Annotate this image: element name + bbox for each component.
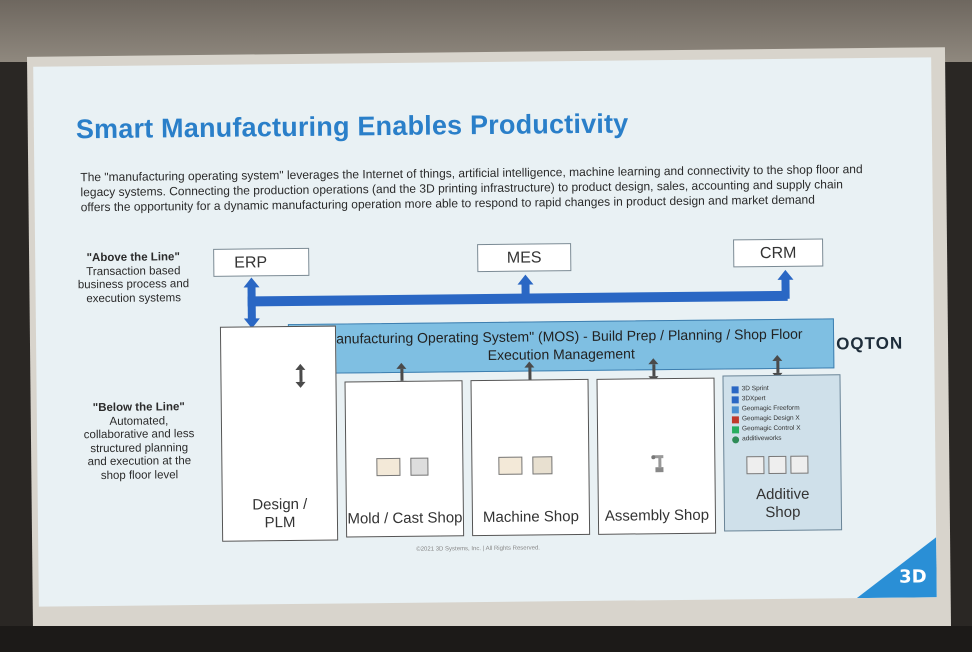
crm-box: CRM — [733, 238, 824, 268]
slide-title: Smart Manufacturing Enables Productivity — [75, 108, 629, 145]
presentation-slide: Smart Manufacturing Enables Productivity… — [33, 57, 937, 607]
machine-shop-box: Machine Shop — [470, 378, 591, 537]
printer-icon — [790, 455, 809, 474]
integration-bus — [247, 290, 788, 307]
software-item: Geomagic Freeform — [731, 404, 801, 415]
mes-box: MES — [477, 243, 572, 273]
mes-connector — [521, 283, 530, 298]
slide-subtitle: The "manufacturing operating system" lev… — [80, 162, 863, 215]
software-item: additiveworks — [732, 434, 801, 445]
assembly-shop-label: Assembly Shop — [604, 506, 710, 525]
machine-shop-label: Machine Shop — [482, 508, 579, 527]
assembly-shop-box: Assembly Shop — [596, 377, 717, 535]
mos-bar: "Manufacturing Operating System" (MOS) -… — [287, 318, 835, 375]
erp-arrow-up-icon — [243, 277, 260, 288]
software-item: Geomagic Design X — [731, 414, 801, 425]
cast-machine-icon — [410, 457, 429, 476]
mold-icons — [376, 457, 429, 477]
machine-icon — [376, 457, 401, 477]
crm-connector — [781, 278, 790, 299]
software-item: 3DXpert — [731, 394, 801, 405]
plm-link-arrow-icon — [295, 363, 306, 388]
floor-shadow — [0, 626, 972, 652]
above-the-line-text: Transaction based business process and e… — [77, 264, 190, 305]
design-plm-box: Design / PLM — [219, 325, 339, 542]
copyright-text: ©2021 3D Systems, Inc. | All Rights Rese… — [416, 545, 541, 553]
robot-arm-icon — [651, 455, 664, 473]
mold-cast-shop-box: Mold / Cast Shop — [344, 380, 465, 538]
machine-icons — [498, 456, 553, 475]
milling-machine-icon — [532, 456, 553, 475]
crm-arrow-up-icon — [777, 269, 794, 280]
printer-icon — [746, 456, 765, 475]
cnc-machine-icon — [498, 456, 523, 475]
below-the-line-text: Automated, collaborative and less struct… — [83, 414, 195, 482]
erp-connector — [247, 286, 256, 321]
erp-box: ERP — [213, 247, 310, 277]
printer-icon — [768, 455, 787, 475]
additive-link-arrow-icon — [772, 354, 783, 379]
oqton-logo: OQTON — [836, 333, 904, 354]
printer-icons — [746, 455, 809, 475]
software-list: 3D Sprint 3DXpert Geomagic Freeform Geom… — [731, 384, 801, 445]
additive-shop-label: Additive Shop — [755, 485, 810, 522]
above-the-line-heading: "Above the Line" — [86, 251, 180, 265]
design-plm-label: Design / PLM — [252, 495, 308, 532]
software-item: Geomagic Control X — [731, 424, 801, 435]
below-the-line-heading: "Below the Line" — [92, 401, 185, 415]
below-the-line-label: "Below the Line" Automated, collaborativ… — [83, 401, 196, 483]
above-the-line-label: "Above the Line" Transaction based busin… — [77, 251, 190, 306]
additive-shop-box: 3D Sprint 3DXpert Geomagic Freeform Geom… — [722, 374, 843, 532]
assembly-link-arrow-icon — [648, 358, 659, 383]
mes-arrow-up-icon — [517, 274, 534, 285]
mold-cast-shop-label: Mold / Cast Shop — [347, 509, 463, 528]
3d-systems-logo: 3D — [899, 566, 927, 588]
